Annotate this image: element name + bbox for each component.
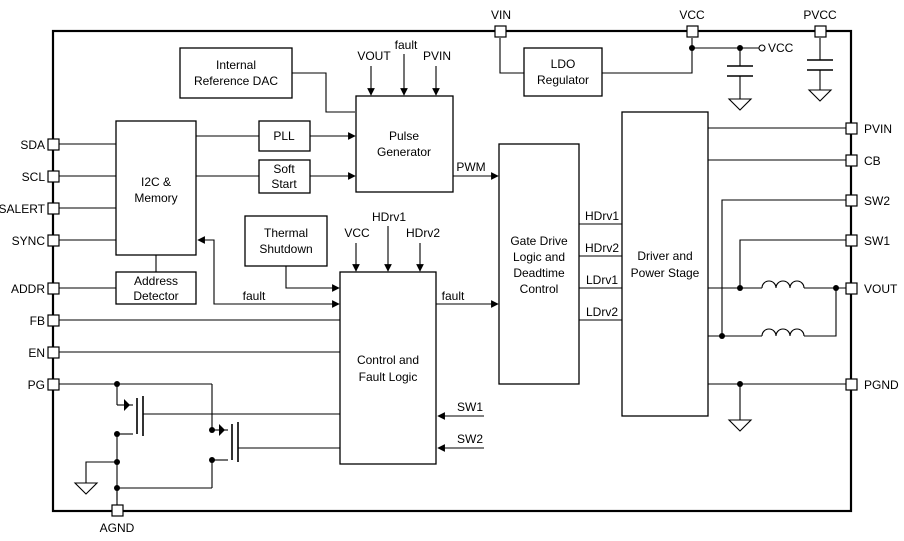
block-dac: Internal Reference DAC [179, 47, 293, 99]
pin-sync [47, 234, 60, 247]
pin-vout [845, 282, 858, 295]
gate-line-1: Gate Drive [510, 234, 568, 248]
vcc-node-label: VCC [768, 41, 794, 55]
block-ldo: LDO Regulator [523, 47, 603, 97]
pins-right: PVIN CB SW2 SW1 VOUT PGND [845, 122, 899, 392]
signal-hdrv1-control: HDrv1 [372, 210, 406, 224]
dac-line-2: Reference DAC [194, 74, 278, 88]
signal-vcc: VCC [344, 226, 370, 240]
vcc-node-terminal [758, 44, 766, 52]
block-soft-start: Soft Start [258, 159, 311, 194]
pin-cb [845, 154, 858, 167]
signal-vout: VOUT [357, 49, 391, 63]
junctions [114, 44, 839, 491]
block-gate-drive: Gate Drive Logic and Deadtime Control [498, 143, 580, 385]
block-pll: PLL [258, 120, 311, 152]
block-thermal-shutdown: Thermal Shutdown [244, 215, 328, 267]
driver-line-2: Power Stage [631, 266, 700, 280]
ldo-line-1: LDO [551, 57, 576, 71]
pins-bottom: AGND [100, 504, 135, 535]
pin-sw1 [845, 234, 858, 247]
block-address-detector: Address Detector [115, 271, 197, 305]
pin-label-scl: SCL [22, 170, 46, 184]
pin-label-vin: VIN [491, 8, 511, 22]
pin-label-cb: CB [864, 154, 881, 168]
i2c-line-2: Memory [134, 191, 177, 205]
pin-label-sda: SDA [20, 138, 45, 152]
signal-ldrv2: LDrv2 [586, 305, 618, 319]
pin-label-en: EN [28, 346, 45, 360]
pin-agnd [111, 504, 124, 517]
signal-hdrv2-control: HDrv2 [406, 226, 440, 240]
pin-label-pvin: PVIN [864, 122, 892, 136]
pll-label: PLL [273, 129, 295, 143]
pins-left: SDA SCL SALERT SYNC ADDR FB EN PG [0, 138, 60, 392]
signal-pwm: PWM [456, 160, 485, 174]
ldo-line-2: Regulator [537, 73, 589, 87]
block-driver-power-stage: Driver and Power Stage [621, 111, 709, 417]
address-line-2: Detector [133, 289, 178, 303]
pin-pvcc [814, 25, 827, 38]
thermal-line-2: Shutdown [259, 242, 312, 256]
signal-fault-right: fault [442, 289, 465, 303]
pin-pvin [845, 122, 858, 135]
wires [59, 38, 846, 505]
gate-line-2: Logic and [513, 250, 565, 264]
pin-vin [494, 25, 507, 38]
signal-sw2-control: SW2 [457, 432, 483, 446]
signal-pvin: PVIN [423, 49, 451, 63]
address-line-1: Address [134, 274, 178, 288]
pins-top: VIN VCC PVCC [491, 8, 837, 38]
softstart-line-2: Start [271, 177, 297, 191]
pin-label-addr: ADDR [11, 282, 45, 296]
pin-label-sw1: SW1 [864, 234, 890, 248]
i2c-line-1: I2C & [141, 175, 171, 189]
pin-label-fb: FB [30, 314, 45, 328]
ic-outline [51, 29, 853, 513]
pin-label-sw2: SW2 [864, 194, 890, 208]
block-pulse-generator: Pulse Generator [355, 95, 454, 193]
pin-sda [47, 138, 60, 151]
pin-vcc [686, 25, 699, 38]
signal-sw1-control: SW1 [457, 400, 483, 414]
pin-label-pgnd: PGND [864, 378, 899, 392]
signal-hdrv1: HDrv1 [585, 209, 619, 223]
pin-label-agnd: AGND [100, 521, 135, 535]
dac-line-1: Internal [216, 58, 256, 72]
signal-fault-top: fault [395, 38, 418, 52]
pin-fb [47, 314, 60, 327]
pulse-line-2: Generator [377, 145, 431, 159]
block-i2c-memory: I2C & Memory [115, 120, 197, 256]
pin-label-salert: SALERT [0, 202, 46, 216]
gate-line-3: Deadtime [513, 266, 565, 280]
pin-label-vcc: VCC [679, 8, 705, 22]
signal-hdrv2: HDrv2 [585, 241, 619, 255]
pulse-line-1: Pulse [389, 129, 419, 143]
pin-salert [47, 202, 60, 215]
driver-line-1: Driver and [637, 249, 692, 263]
pin-addr [47, 282, 60, 295]
signal-labels: VOUT fault PVIN PWM fault VCC HDrv1 HDrv… [243, 38, 794, 446]
pin-en [47, 346, 60, 359]
block-control-fault-logic: Control and Fault Logic [339, 271, 437, 465]
pin-pgnd [845, 378, 858, 391]
control-line-1: Control and [357, 353, 419, 367]
pin-label-sync: SYNC [12, 234, 46, 248]
pin-label-pvcc: PVCC [803, 8, 837, 22]
gate-line-4: Control [520, 282, 559, 296]
pin-label-vout: VOUT [864, 282, 898, 296]
pin-label-pg: PG [28, 378, 45, 392]
control-line-2: Fault Logic [359, 370, 418, 384]
signal-ldrv1: LDrv1 [586, 273, 618, 287]
signal-fault-left: fault [243, 289, 266, 303]
softstart-line-1: Soft [273, 162, 295, 176]
thermal-line-1: Thermal [264, 226, 308, 240]
pin-scl [47, 170, 60, 183]
pin-sw2 [845, 194, 858, 207]
pin-pg [47, 378, 60, 391]
